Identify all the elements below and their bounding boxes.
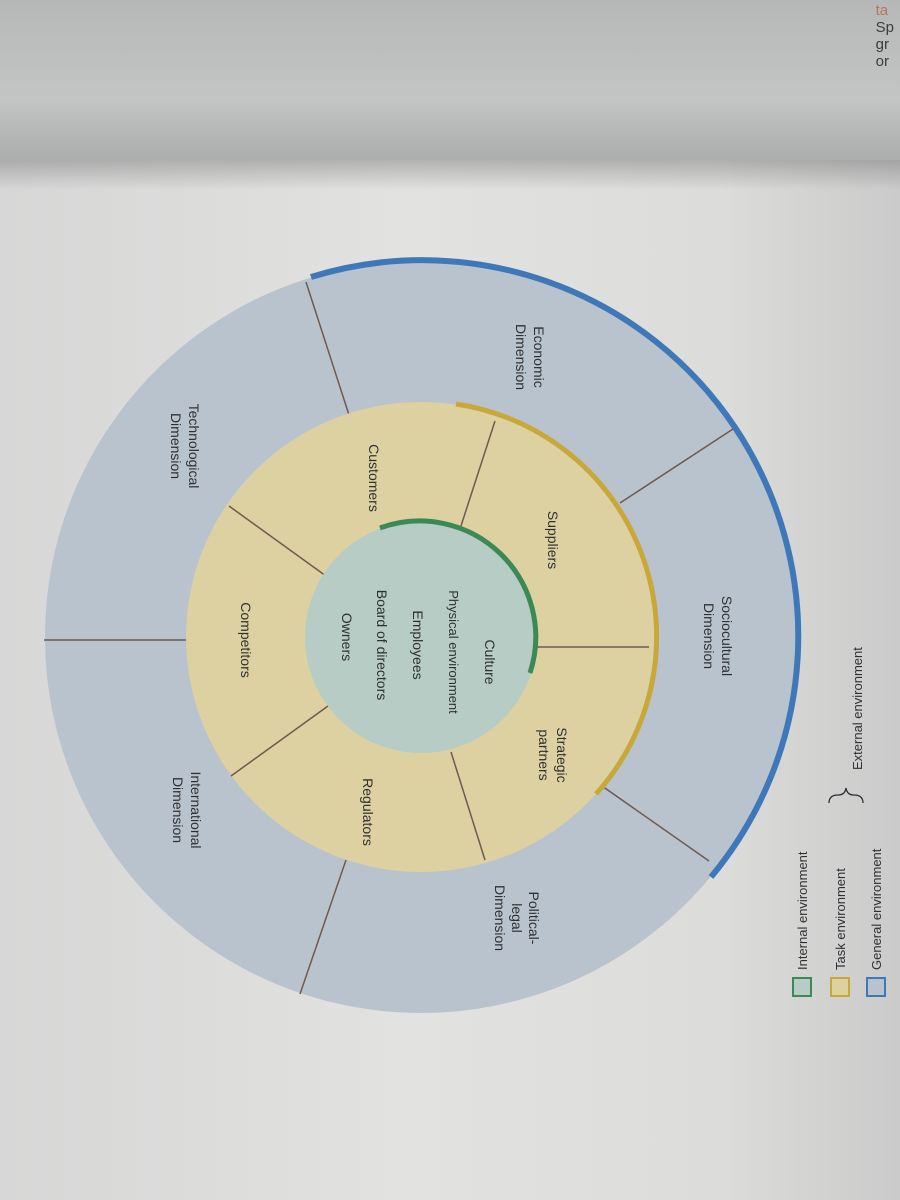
legend-general-swatch [866,977,886,997]
legend-internal-label: Internal environment [795,851,810,970]
strategic-line2: partners [536,729,552,780]
culture-label: Culture [482,639,498,684]
technological-line2: Dimension [168,413,184,479]
physical-text: Physical environment [446,590,461,714]
general-divider [619,428,734,504]
technological-dimension-label: Technological Dimension [168,404,202,489]
economic-line1: Economic [531,326,547,387]
page-shadow [0,160,900,190]
task-divider [228,505,327,577]
suppliers-label: Suppliers [545,511,561,569]
legend-external-label: External environment [850,647,865,770]
internal-environment-circle [305,521,537,753]
customers-text: Customers [366,444,382,512]
internal-environment-border [379,518,539,674]
task-divider [230,705,329,777]
legend: Internal environment Task environment Ge… [792,647,886,997]
suppliers-text: Suppliers [545,511,561,569]
legend-external-text: External environment [850,647,865,770]
competitors-label: Competitors [238,602,254,677]
facing-page-line: ta [875,2,889,19]
general-divider [299,859,347,995]
sociocultural-dimension-label: Sociocultural Dimension [701,596,735,676]
economic-line2: Dimension [513,324,529,390]
task-environment-border [455,401,660,796]
facing-page-text: ta Sp gr or [876,2,894,70]
economic-dimension-label: Economic Dimension [513,324,547,390]
international-line1: International [188,771,204,848]
legend-brace-icon [828,787,864,804]
facing-page-line: Sp [875,19,894,36]
facing-page-line: gr [875,36,889,53]
customers-label: Customers [366,444,382,512]
task-divider [450,751,486,861]
employees-text: Employees [410,610,426,679]
international-line2: Dimension [170,777,186,843]
political-line3: Dimension [492,885,508,951]
owners-label: Owners [339,613,355,661]
legend-general-label: General environment [869,848,884,970]
physical-environment-label: Physical environment [446,590,461,714]
competitors-text: Competitors [238,602,254,677]
employees-label: Employees [410,610,426,679]
task-divider [459,420,496,530]
facing-page-line: or [875,53,889,70]
sociocultural-line2: Dimension [701,603,717,669]
regulators-label: Regulators [360,778,376,846]
legend-task-swatch [830,977,850,997]
facing-page [0,0,900,165]
general-divider [601,785,710,862]
technological-line1: Technological [186,404,202,489]
international-dimension-label: International Dimension [170,771,204,848]
legend-internal-swatch [792,977,812,997]
legend-task-label: Task environment [833,868,848,970]
general-environment-border [310,257,802,879]
legend-task-text: Task environment [833,868,848,970]
board-text: Board of directors [374,590,390,701]
legend-internal-text: Internal environment [795,851,810,970]
general-divider [305,281,351,419]
regulators-text: Regulators [360,778,376,846]
owners-text: Owners [339,613,355,661]
legend-general-text: General environment [869,848,884,970]
political-line1: Political- [526,892,542,945]
strategic-partners-label: Strategic partners [536,727,570,782]
strategic-line1: Strategic [554,727,570,782]
culture-text: Culture [482,639,498,684]
political-line2: legal [509,903,525,933]
political-legal-dimension-label: Political- legal Dimension [492,885,542,951]
board-label: Board of directors [374,590,390,701]
sociocultural-line1: Sociocultural [719,596,735,676]
